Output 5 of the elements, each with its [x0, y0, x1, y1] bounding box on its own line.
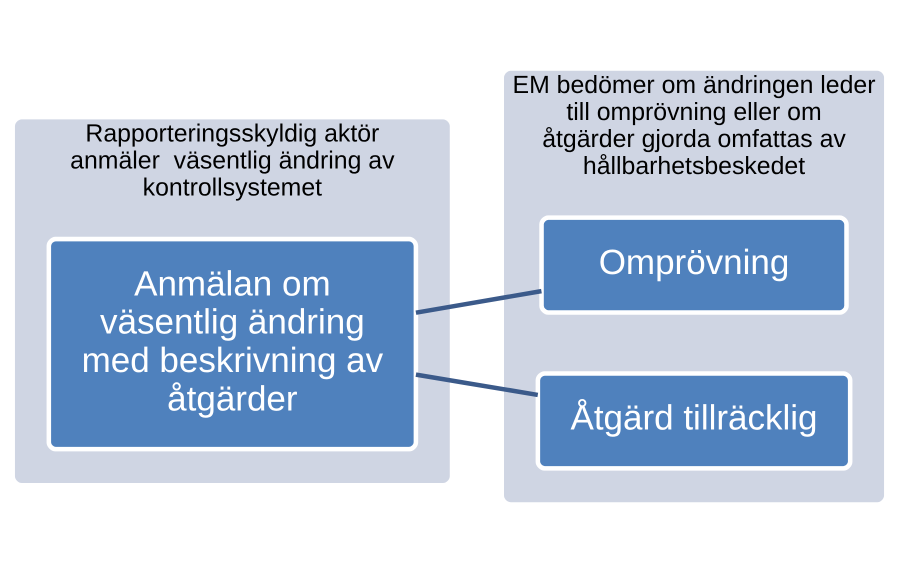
node-box: Anmälan om väsentlig ändring med beskrivning av åtgärder — [46, 236, 418, 451]
connector — [416, 372, 538, 397]
connector — [416, 288, 542, 314]
node-box: Omprövning — [539, 214, 849, 314]
node-box: Åtgärd tillräcklig — [536, 370, 852, 470]
